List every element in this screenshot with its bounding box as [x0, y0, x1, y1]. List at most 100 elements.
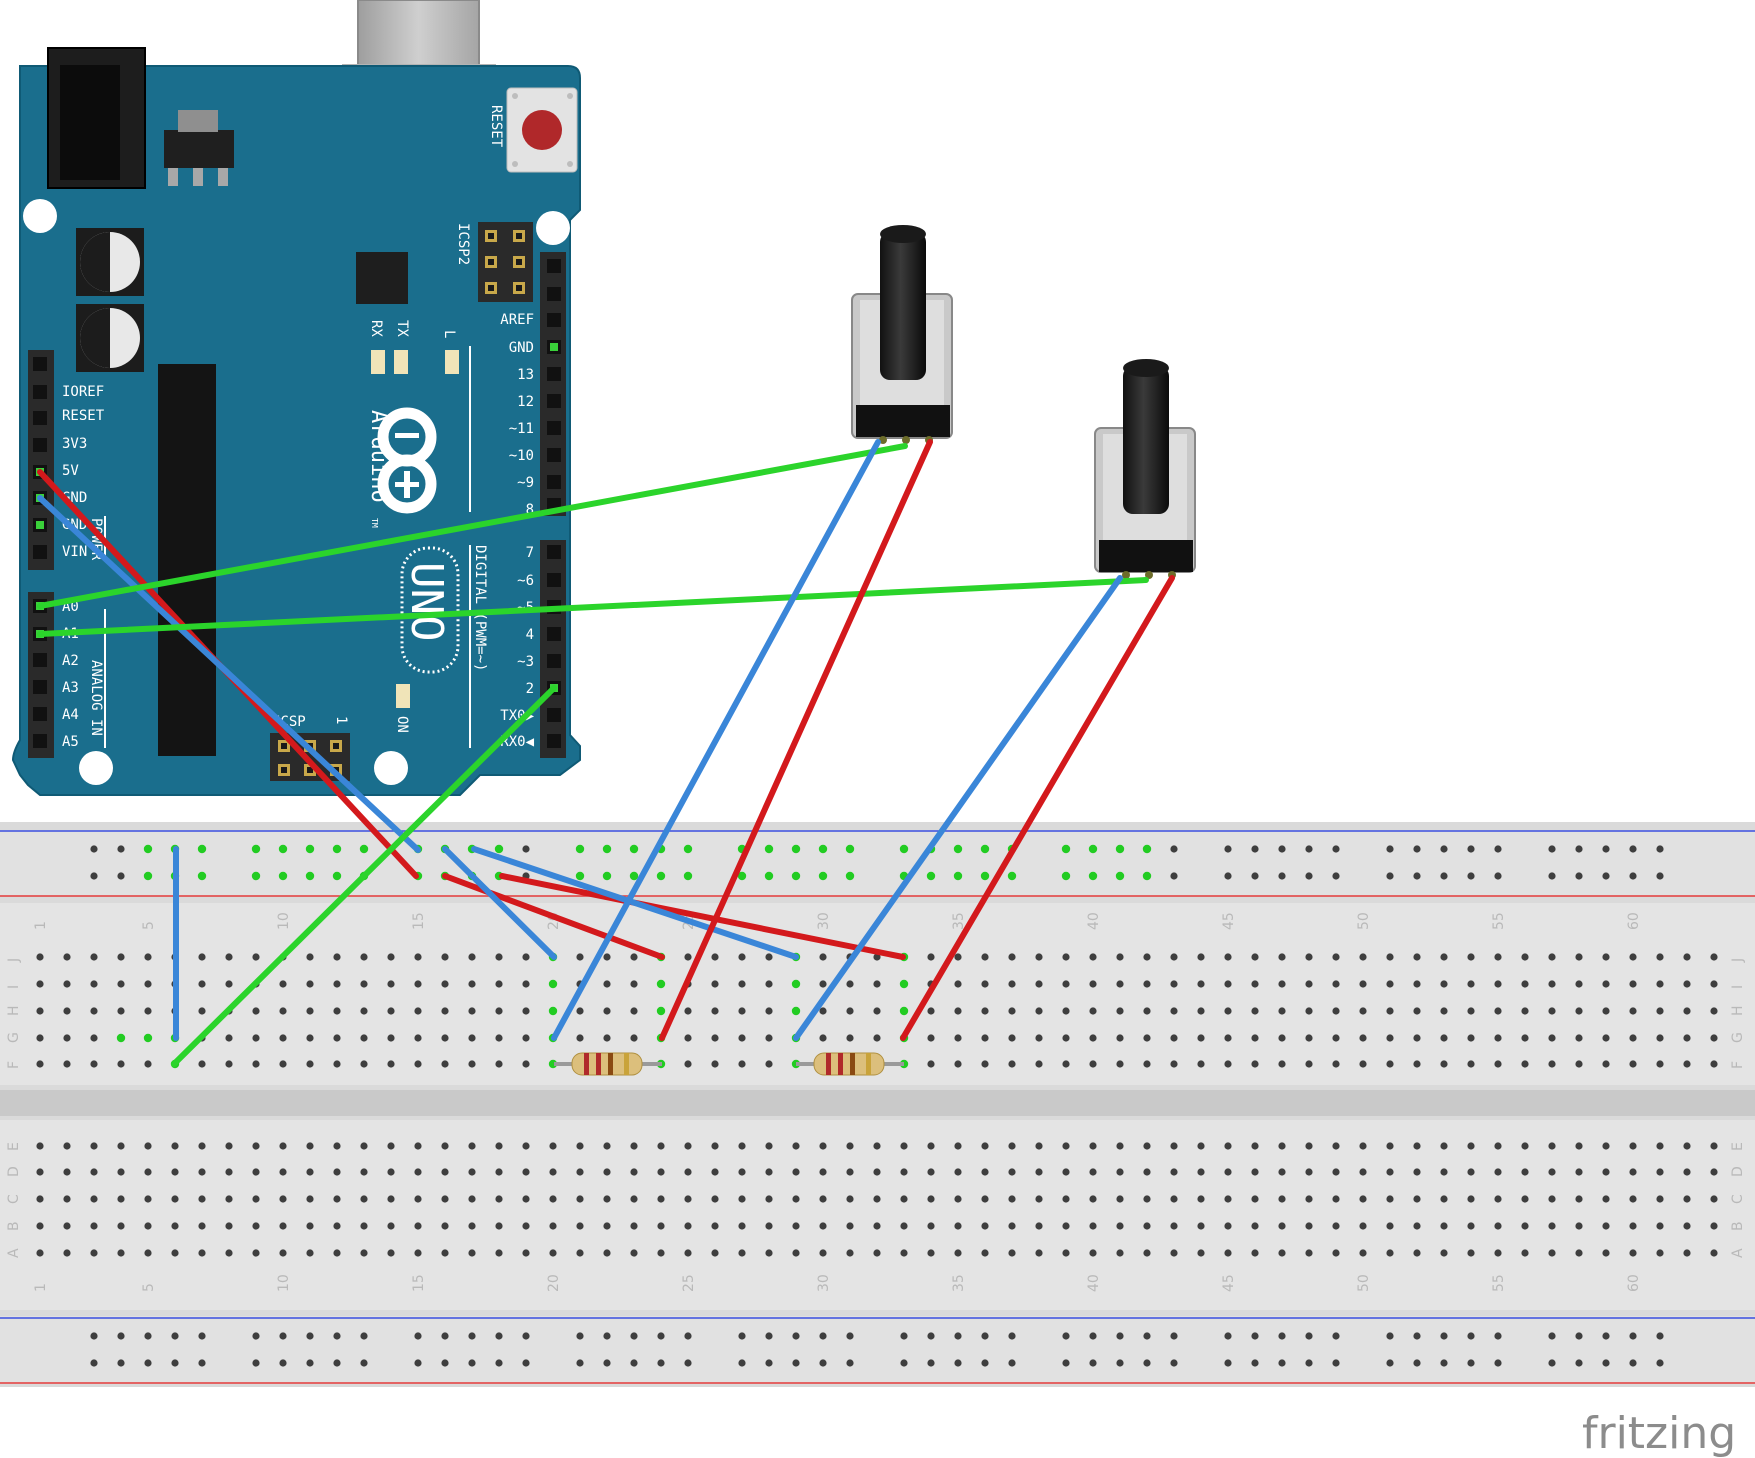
breadboard-hole[interactable] [1521, 1142, 1529, 1150]
breadboard-hole[interactable] [117, 1060, 125, 1068]
breadboard-hole[interactable] [1278, 1222, 1286, 1230]
breadboard-hole[interactable] [684, 953, 692, 961]
breadboard-hole[interactable] [873, 1249, 881, 1257]
breadboard-hole[interactable] [1548, 1142, 1556, 1150]
rail-hole[interactable] [1088, 844, 1098, 854]
breadboard-hole[interactable] [333, 1007, 341, 1015]
breadboard-hole[interactable] [1116, 1222, 1124, 1230]
rail-hole[interactable] [1494, 1359, 1502, 1367]
breadboard-hole[interactable] [1602, 1007, 1610, 1015]
breadboard-hole[interactable] [63, 1195, 71, 1203]
breadboard-hole[interactable] [1467, 1195, 1475, 1203]
breadboard-hole[interactable] [603, 980, 611, 988]
breadboard-hole[interactable] [738, 1034, 746, 1042]
breadboard-hole[interactable] [279, 1034, 287, 1042]
breadboard-hole[interactable] [1467, 1007, 1475, 1015]
breadboard-hole[interactable] [981, 953, 989, 961]
rail-hole[interactable] [576, 1332, 584, 1340]
breadboard-hole[interactable] [1575, 1142, 1583, 1150]
breadboard-hole[interactable] [630, 1249, 638, 1257]
breadboard-hole[interactable] [63, 1034, 71, 1042]
rail-hole[interactable] [1332, 1332, 1340, 1340]
rail-hole[interactable] [1440, 872, 1448, 880]
breadboard-hole[interactable] [198, 953, 206, 961]
breadboard-hole[interactable] [954, 1034, 962, 1042]
rail-hole[interactable] [1602, 1359, 1610, 1367]
breadboard-hole[interactable] [36, 1060, 44, 1068]
resistor[interactable] [554, 1052, 662, 1076]
breadboard-hole[interactable] [1575, 1222, 1583, 1230]
breadboard-hole[interactable] [468, 1007, 476, 1015]
breadboard-hole[interactable] [684, 1195, 692, 1203]
breadboard-hole[interactable] [414, 1007, 422, 1015]
header-pin[interactable] [547, 573, 561, 587]
breadboard-hole[interactable] [873, 1142, 881, 1150]
breadboard-hole[interactable] [576, 1195, 584, 1203]
breadboard-hole[interactable] [1656, 1142, 1664, 1150]
breadboard-hole[interactable] [549, 1222, 557, 1230]
breadboard-hole[interactable] [846, 1034, 854, 1042]
breadboard-hole[interactable] [225, 953, 233, 961]
breadboard-hole[interactable] [252, 1195, 260, 1203]
breadboard-hole[interactable] [603, 1222, 611, 1230]
breadboard-hole[interactable] [387, 980, 395, 988]
breadboard-hole[interactable] [765, 1142, 773, 1150]
breadboard-hole[interactable] [1008, 1060, 1016, 1068]
breadboard-hole[interactable] [576, 1034, 584, 1042]
breadboard-hole[interactable] [360, 1222, 368, 1230]
breadboard-hole[interactable] [927, 1195, 935, 1203]
breadboard-hole[interactable] [1440, 1249, 1448, 1257]
breadboard-hole[interactable] [576, 1249, 584, 1257]
breadboard-hole[interactable] [468, 953, 476, 961]
breadboard-hole[interactable] [1089, 1034, 1097, 1042]
breadboard-hole[interactable] [1143, 1222, 1151, 1230]
breadboard-hole[interactable] [144, 1007, 152, 1015]
breadboard-hole[interactable] [656, 979, 666, 989]
breadboard-hole[interactable] [549, 1249, 557, 1257]
rail-hole[interactable] [117, 1332, 125, 1340]
rail-hole[interactable] [1115, 844, 1125, 854]
breadboard-hole[interactable] [36, 1222, 44, 1230]
breadboard-hole[interactable] [252, 1060, 260, 1068]
breadboard-hole[interactable] [873, 1222, 881, 1230]
breadboard-hole[interactable] [603, 953, 611, 961]
rail-hole[interactable] [900, 1359, 908, 1367]
breadboard-hole[interactable] [1278, 1195, 1286, 1203]
breadboard-hole[interactable] [1548, 980, 1556, 988]
breadboard-hole[interactable] [1575, 1060, 1583, 1068]
breadboard-hole[interactable] [792, 1142, 800, 1150]
breadboard-hole[interactable] [711, 1034, 719, 1042]
wire-red[interactable] [659, 439, 933, 1041]
breadboard-hole[interactable] [1062, 1168, 1070, 1176]
breadboard-hole[interactable] [1116, 1195, 1124, 1203]
breadboard-hole[interactable] [900, 1195, 908, 1203]
breadboard-hole[interactable] [954, 953, 962, 961]
rail-hole[interactable] [683, 871, 693, 881]
breadboard-hole[interactable] [1089, 980, 1097, 988]
breadboard-hole[interactable] [981, 1007, 989, 1015]
breadboard-hole[interactable] [1305, 1007, 1313, 1015]
rail-hole[interactable] [1386, 872, 1394, 880]
breadboard-hole[interactable] [279, 1007, 287, 1015]
rail-hole[interactable] [1494, 872, 1502, 880]
breadboard-hole[interactable] [1170, 953, 1178, 961]
breadboard-hole[interactable] [603, 1034, 611, 1042]
breadboard-hole[interactable] [819, 1034, 827, 1042]
rail-hole[interactable] [1629, 1332, 1637, 1340]
breadboard-hole[interactable] [1710, 1195, 1718, 1203]
breadboard-hole[interactable] [90, 1060, 98, 1068]
breadboard-hole[interactable] [90, 1222, 98, 1230]
breadboard-hole[interactable] [387, 1034, 395, 1042]
rail-hole[interactable] [765, 1359, 773, 1367]
breadboard-hole[interactable] [981, 980, 989, 988]
rail-hole[interactable] [1413, 1332, 1421, 1340]
breadboard-hole[interactable] [1170, 1249, 1178, 1257]
breadboard-hole[interactable] [1062, 1034, 1070, 1042]
breadboard-hole[interactable] [1008, 1222, 1016, 1230]
breadboard-hole[interactable] [116, 1033, 126, 1043]
breadboard-hole[interactable] [1089, 1195, 1097, 1203]
breadboard-hole[interactable] [1089, 1007, 1097, 1015]
breadboard-hole[interactable] [495, 1222, 503, 1230]
breadboard-hole[interactable] [684, 1060, 692, 1068]
breadboard-hole[interactable] [171, 1249, 179, 1257]
